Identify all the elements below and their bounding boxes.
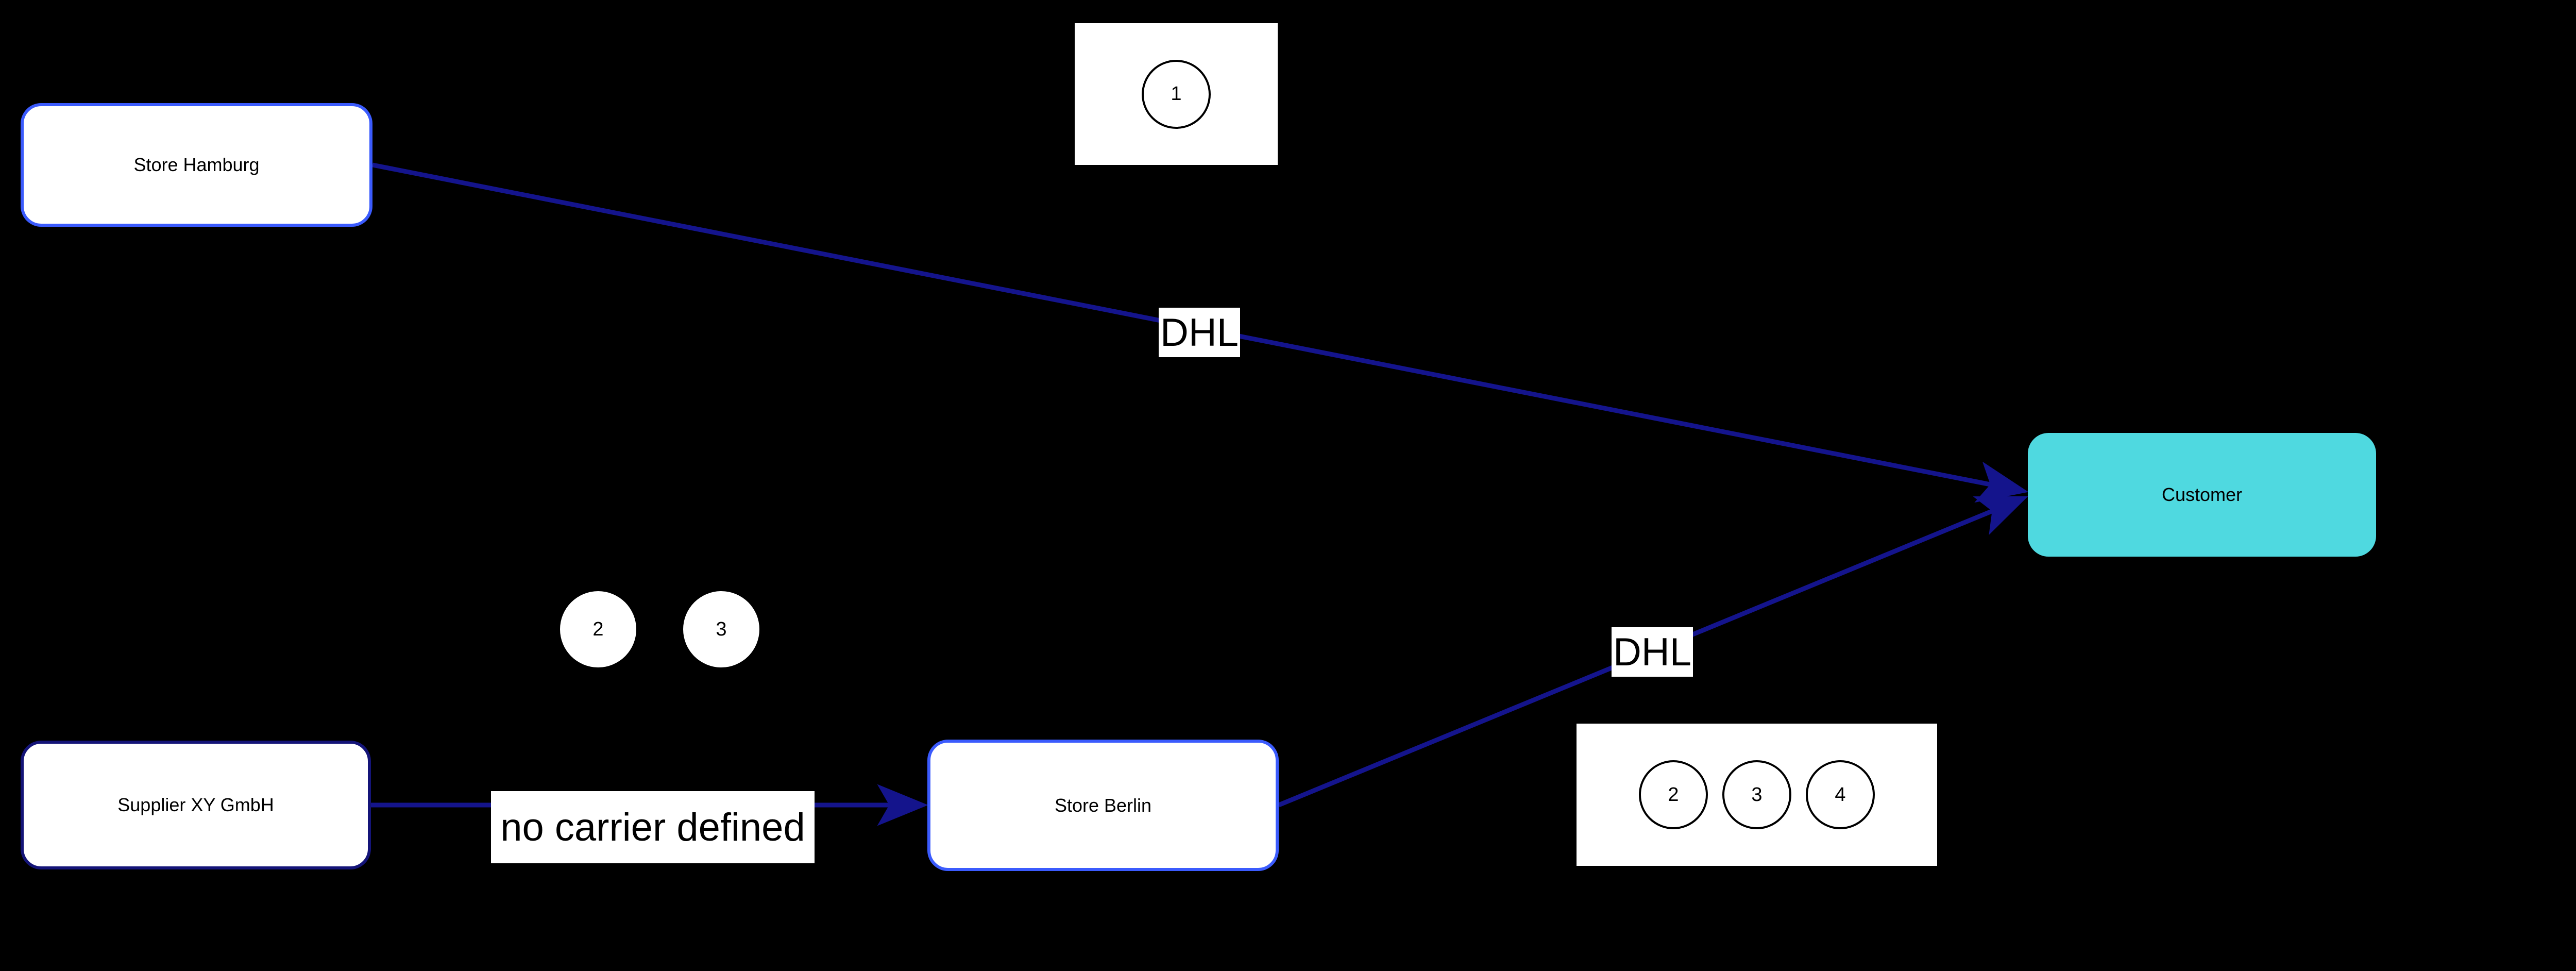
edge-label-no-carrier-defined[interactable]: no carrier defined — [491, 791, 815, 863]
step-badge-3-value: 3 — [1751, 783, 1762, 806]
step-badge-4-value: 4 — [1835, 783, 1846, 806]
node-customer[interactable]: Customer — [2028, 433, 2376, 557]
free-step-badge-3[interactable]: 3 — [683, 591, 759, 667]
step-badge-2[interactable]: 2 — [1639, 760, 1708, 829]
edge-label-dhl-top-text: DHL — [1160, 310, 1239, 355]
node-customer-label: Customer — [2161, 484, 2243, 506]
free-step-badge-2-value: 2 — [592, 618, 604, 640]
step-badge-2-value: 2 — [1668, 783, 1679, 806]
step-badge-1[interactable]: 1 — [1142, 59, 1211, 129]
node-supplier-xy-gmbh-label: Supplier XY GmbH — [117, 794, 274, 816]
step-badge-4[interactable]: 4 — [1806, 760, 1875, 829]
edge-label-no-carrier-defined-text: no carrier defined — [500, 805, 805, 849]
node-supplier-xy-gmbh[interactable]: Supplier XY GmbH — [21, 741, 371, 869]
node-store-hamburg[interactable]: Store Hamburg — [21, 103, 372, 227]
free-step-badge-3-value: 3 — [716, 618, 727, 640]
panel-steps-2-3-4: 2 3 4 — [1577, 724, 1937, 866]
panel-step-1: 1 — [1075, 23, 1278, 165]
node-store-hamburg-label: Store Hamburg — [133, 154, 260, 176]
step-badge-3[interactable]: 3 — [1722, 760, 1791, 829]
free-step-badge-2[interactable]: 2 — [560, 591, 636, 667]
edge-label-dhl-bottom[interactable]: DHL — [1612, 627, 1693, 677]
node-store-berlin-label: Store Berlin — [1054, 794, 1152, 816]
step-badge-1-value: 1 — [1171, 83, 1182, 105]
edge-label-dhl-top[interactable]: DHL — [1159, 308, 1240, 357]
edge-label-dhl-bottom-text: DHL — [1613, 630, 1692, 674]
node-store-berlin[interactable]: Store Berlin — [927, 740, 1279, 871]
